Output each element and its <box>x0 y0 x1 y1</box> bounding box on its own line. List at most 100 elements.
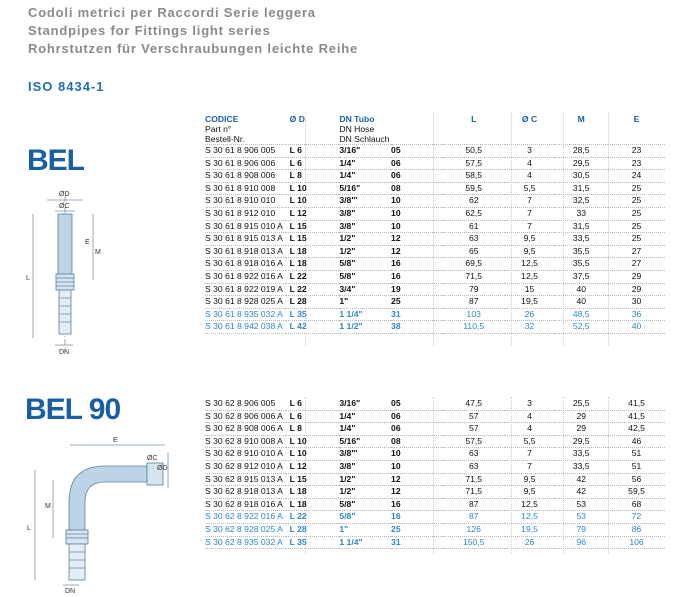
header-e: E <box>608 114 665 145</box>
label-l: L <box>26 275 30 282</box>
cell-dn: 06 <box>391 422 443 436</box>
cell-oc: 9,5 <box>504 473 555 487</box>
cell-oc: 32 <box>504 320 555 334</box>
header-codice: CODICE <box>205 114 239 124</box>
cell-inch: 3/4" <box>339 283 392 297</box>
cell-l: 63 <box>442 232 505 246</box>
cell-e: 51 <box>608 447 665 461</box>
cell-code: S 30 61 8 918 016 A <box>205 257 286 271</box>
cell-l: 87 <box>442 498 505 512</box>
cell-m: 31,5 <box>554 220 609 234</box>
cell-oc: 4 <box>504 169 555 183</box>
cell-m: 29 <box>554 422 609 436</box>
cell-l: 79 <box>442 283 505 297</box>
cell-oc: 12,5 <box>504 498 555 512</box>
cell-code: S 30 62 8 910 008 A <box>205 435 286 449</box>
cell-code: S 30 61 8 942 038 A <box>205 320 286 334</box>
cell-code: S 30 61 8 928 025 A <box>205 295 286 309</box>
cell-oc: 12,5 <box>504 257 555 271</box>
cell-e: 40 <box>608 320 665 334</box>
cell-oc: 9,5 <box>504 232 555 246</box>
cell-m: 29,5 <box>554 435 609 449</box>
cell-m: 33,5 <box>554 460 609 474</box>
cell-code: S 30 62 8 922 016 A <box>205 510 286 524</box>
label-oc: ØC <box>59 203 70 210</box>
cell-od: L 6 <box>285 398 340 411</box>
cell-od: L 28 <box>285 295 340 309</box>
cell-m: 33,5 <box>554 447 609 461</box>
cell-l: 50,5 <box>442 144 505 158</box>
header-l: L <box>442 114 505 145</box>
cell-inch: 1" <box>339 295 392 309</box>
cell-l: 59,5 <box>442 182 505 196</box>
cell-l: 103 <box>442 308 505 322</box>
cell-dn: 12 <box>391 485 443 499</box>
label-e: E <box>85 239 90 246</box>
cell-inch: 3/16" <box>339 144 392 158</box>
cell-od: L 35 <box>285 536 340 550</box>
cell-dn: 06 <box>391 410 443 424</box>
cell-m: 29,5 <box>554 157 609 171</box>
cell-oc: 12,5 <box>504 270 555 284</box>
cell-e: 30 <box>608 295 665 309</box>
cell-od: L 6 <box>285 157 340 171</box>
cell-oc: 3 <box>504 398 555 411</box>
cell-l: 57 <box>442 422 505 436</box>
cell-l: 47,5 <box>442 398 505 411</box>
cell-e: 68 <box>608 498 665 512</box>
cell-m: 40 <box>554 295 609 309</box>
cell-dn: 08 <box>391 182 443 196</box>
cell-oc: 7 <box>504 194 555 208</box>
cell-code: S 30 62 8 906 005 <box>205 398 286 411</box>
cell-code: S 30 62 8 918 013 A <box>205 485 286 499</box>
cell-dn: 10 <box>391 460 443 474</box>
cell-dn: 31 <box>391 308 443 322</box>
cell-l: 61 <box>442 220 505 234</box>
cell-e: 86 <box>608 523 665 537</box>
cell-dn: 06 <box>391 157 443 171</box>
cell-e: 51 <box>608 460 665 474</box>
cell-oc: 5,5 <box>504 435 555 449</box>
cell-od: L 28 <box>285 523 340 537</box>
cell-m: 42 <box>554 485 609 499</box>
label90-m: M <box>45 503 51 510</box>
cell-l: 69,5 <box>442 257 505 271</box>
cell-dn: 16 <box>391 270 443 284</box>
cell-e: 25 <box>608 220 665 234</box>
label-m: M <box>95 249 101 256</box>
cell-m: 35,5 <box>554 257 609 271</box>
header-dn-schlauch: DN Schlauch <box>339 134 390 144</box>
cell-oc: 7 <box>504 447 555 461</box>
cell-od: L 42 <box>285 320 340 334</box>
cell-inch: 5/8" <box>339 498 392 512</box>
cell-l: 57 <box>442 410 505 424</box>
cell-oc: 4 <box>504 410 555 424</box>
cell-od: L 6 <box>285 410 340 424</box>
cell-l: 110,5 <box>442 320 505 334</box>
label90-e: E <box>113 437 118 444</box>
cell-code: S 30 62 8 918 016 A <box>205 498 286 512</box>
cell-oc: 19,5 <box>504 295 555 309</box>
cell-l: 87 <box>442 510 505 524</box>
cell-od: L 18 <box>285 485 340 499</box>
cell-inch: 3/8" <box>339 220 392 234</box>
cell-inch: 5/8" <box>339 270 392 284</box>
cell-code: S 30 61 8 908 006 <box>205 169 286 183</box>
cell-od: L 22 <box>285 283 340 297</box>
cell-code: S 30 62 8 935 032 A <box>205 536 286 550</box>
cell-m: 30,5 <box>554 169 609 183</box>
cell-e: 25 <box>608 182 665 196</box>
iso-standard: ISO 8434-1 <box>28 79 105 94</box>
cell-dn: 16 <box>391 510 443 524</box>
cell-oc: 4 <box>504 422 555 436</box>
cell-m: 33 <box>554 207 609 221</box>
cell-dn: 10 <box>391 220 443 234</box>
cell-dn: 25 <box>391 523 443 537</box>
